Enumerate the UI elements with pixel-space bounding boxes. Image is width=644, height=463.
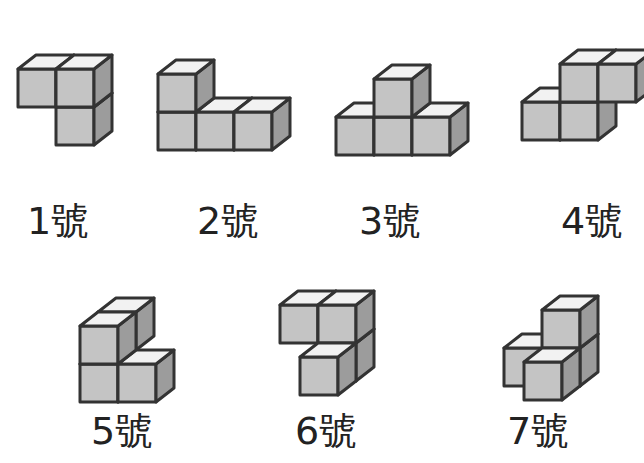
- cube-piece: [336, 65, 468, 155]
- cube-front-face: [80, 326, 118, 364]
- cube-piece: [522, 50, 644, 140]
- cube-front-face: [542, 310, 580, 348]
- cube-piece: [80, 298, 174, 402]
- cube-top-face: [598, 50, 644, 64]
- cube-front-face: [598, 64, 636, 102]
- piece-number: 7號: [507, 411, 569, 453]
- cube-front-face: [196, 112, 234, 150]
- cube-top-face: [542, 296, 598, 310]
- piece-number: 4號: [561, 201, 623, 243]
- cube-front-face: [318, 305, 356, 343]
- cube-front-face: [374, 79, 412, 117]
- cube-piece: [504, 296, 598, 400]
- cube-top-face: [524, 348, 580, 362]
- cube-top-face: [56, 55, 112, 69]
- cube-front-face: [300, 357, 338, 395]
- cube-top-face: [318, 291, 374, 305]
- cube-top-face: [300, 343, 356, 357]
- cube-top-face: [98, 298, 154, 312]
- cube-piece: [18, 55, 112, 145]
- cube-front-face: [234, 112, 272, 150]
- cube-front-face: [18, 69, 56, 107]
- cube-front-face: [158, 112, 196, 150]
- cube-front-face: [56, 69, 94, 107]
- cube-front-face: [80, 364, 118, 402]
- cube-front-face: [560, 64, 598, 102]
- piece-number: 1號: [27, 201, 89, 243]
- cube-top-face: [374, 65, 430, 79]
- cube-front-face: [374, 117, 412, 155]
- piece-number: 2號: [197, 201, 259, 243]
- cube-front-face: [158, 74, 196, 112]
- piece-number: 5號: [91, 411, 153, 453]
- cube-front-face: [412, 117, 450, 155]
- piece-number: 6號: [295, 411, 357, 453]
- cube-front-face: [524, 362, 562, 400]
- cube-front-face: [522, 102, 560, 140]
- cube-front-face: [56, 107, 94, 145]
- cube-piece: [280, 291, 374, 395]
- cube-top-face: [158, 60, 214, 74]
- cube-front-face: [560, 102, 598, 140]
- cube-front-face: [336, 117, 374, 155]
- piece-number: 3號: [359, 201, 421, 243]
- cube-front-face: [280, 305, 318, 343]
- cube-front-face: [118, 364, 156, 402]
- cube-top-face: [80, 312, 136, 326]
- cube-top-face: [234, 98, 290, 112]
- cube-piece: [158, 60, 290, 150]
